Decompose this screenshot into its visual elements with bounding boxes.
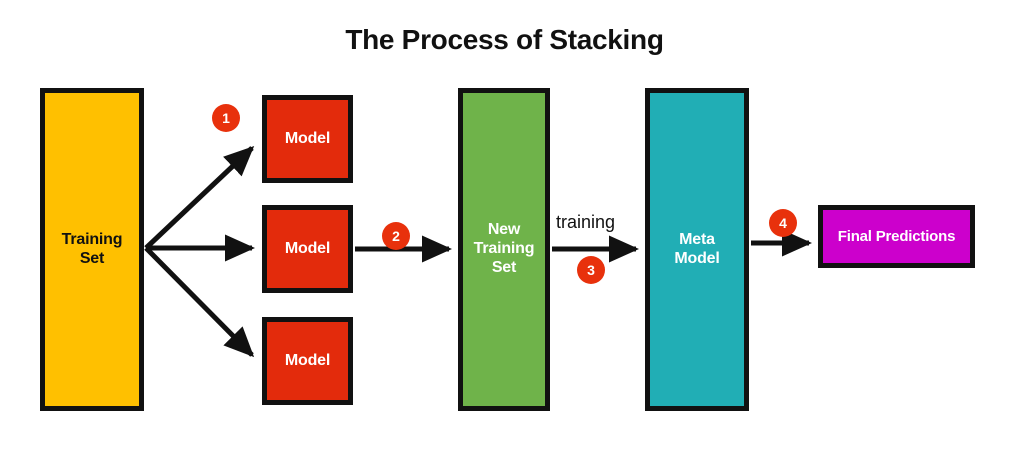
- page-title: The Process of Stacking: [345, 24, 664, 55]
- node-model-2-label: Model: [284, 239, 331, 257]
- node-meta-model-label: Meta Model: [674, 230, 720, 267]
- node-model-1-label: Model: [284, 129, 331, 147]
- step-badge-3: 3: [577, 256, 605, 284]
- node-final-predictions[interactable]: Final Predictions: [818, 205, 975, 268]
- node-training-set[interactable]: Training Set: [40, 88, 144, 411]
- arrow-training-to-model-1: [144, 145, 255, 250]
- step-badge-1: 1: [212, 104, 240, 132]
- node-model-3[interactable]: Model: [262, 317, 353, 405]
- node-training-set-label: Training Set: [61, 230, 123, 267]
- node-final-predictions-label: Final Predictions: [837, 227, 956, 245]
- node-model-1[interactable]: Model: [262, 95, 353, 183]
- node-new-training-set[interactable]: New Training Set: [458, 88, 550, 411]
- node-model-2[interactable]: Model: [262, 205, 353, 293]
- step-badge-4: 4: [769, 209, 797, 237]
- arrow-training-to-model-3: [144, 246, 255, 358]
- node-meta-model[interactable]: Meta Model: [645, 88, 749, 411]
- step-badge-2: 2: [382, 222, 410, 250]
- edge-label-training: training: [556, 212, 616, 232]
- node-model-3-label: Model: [284, 351, 331, 369]
- node-new-training-set-label: New Training Set: [473, 221, 535, 276]
